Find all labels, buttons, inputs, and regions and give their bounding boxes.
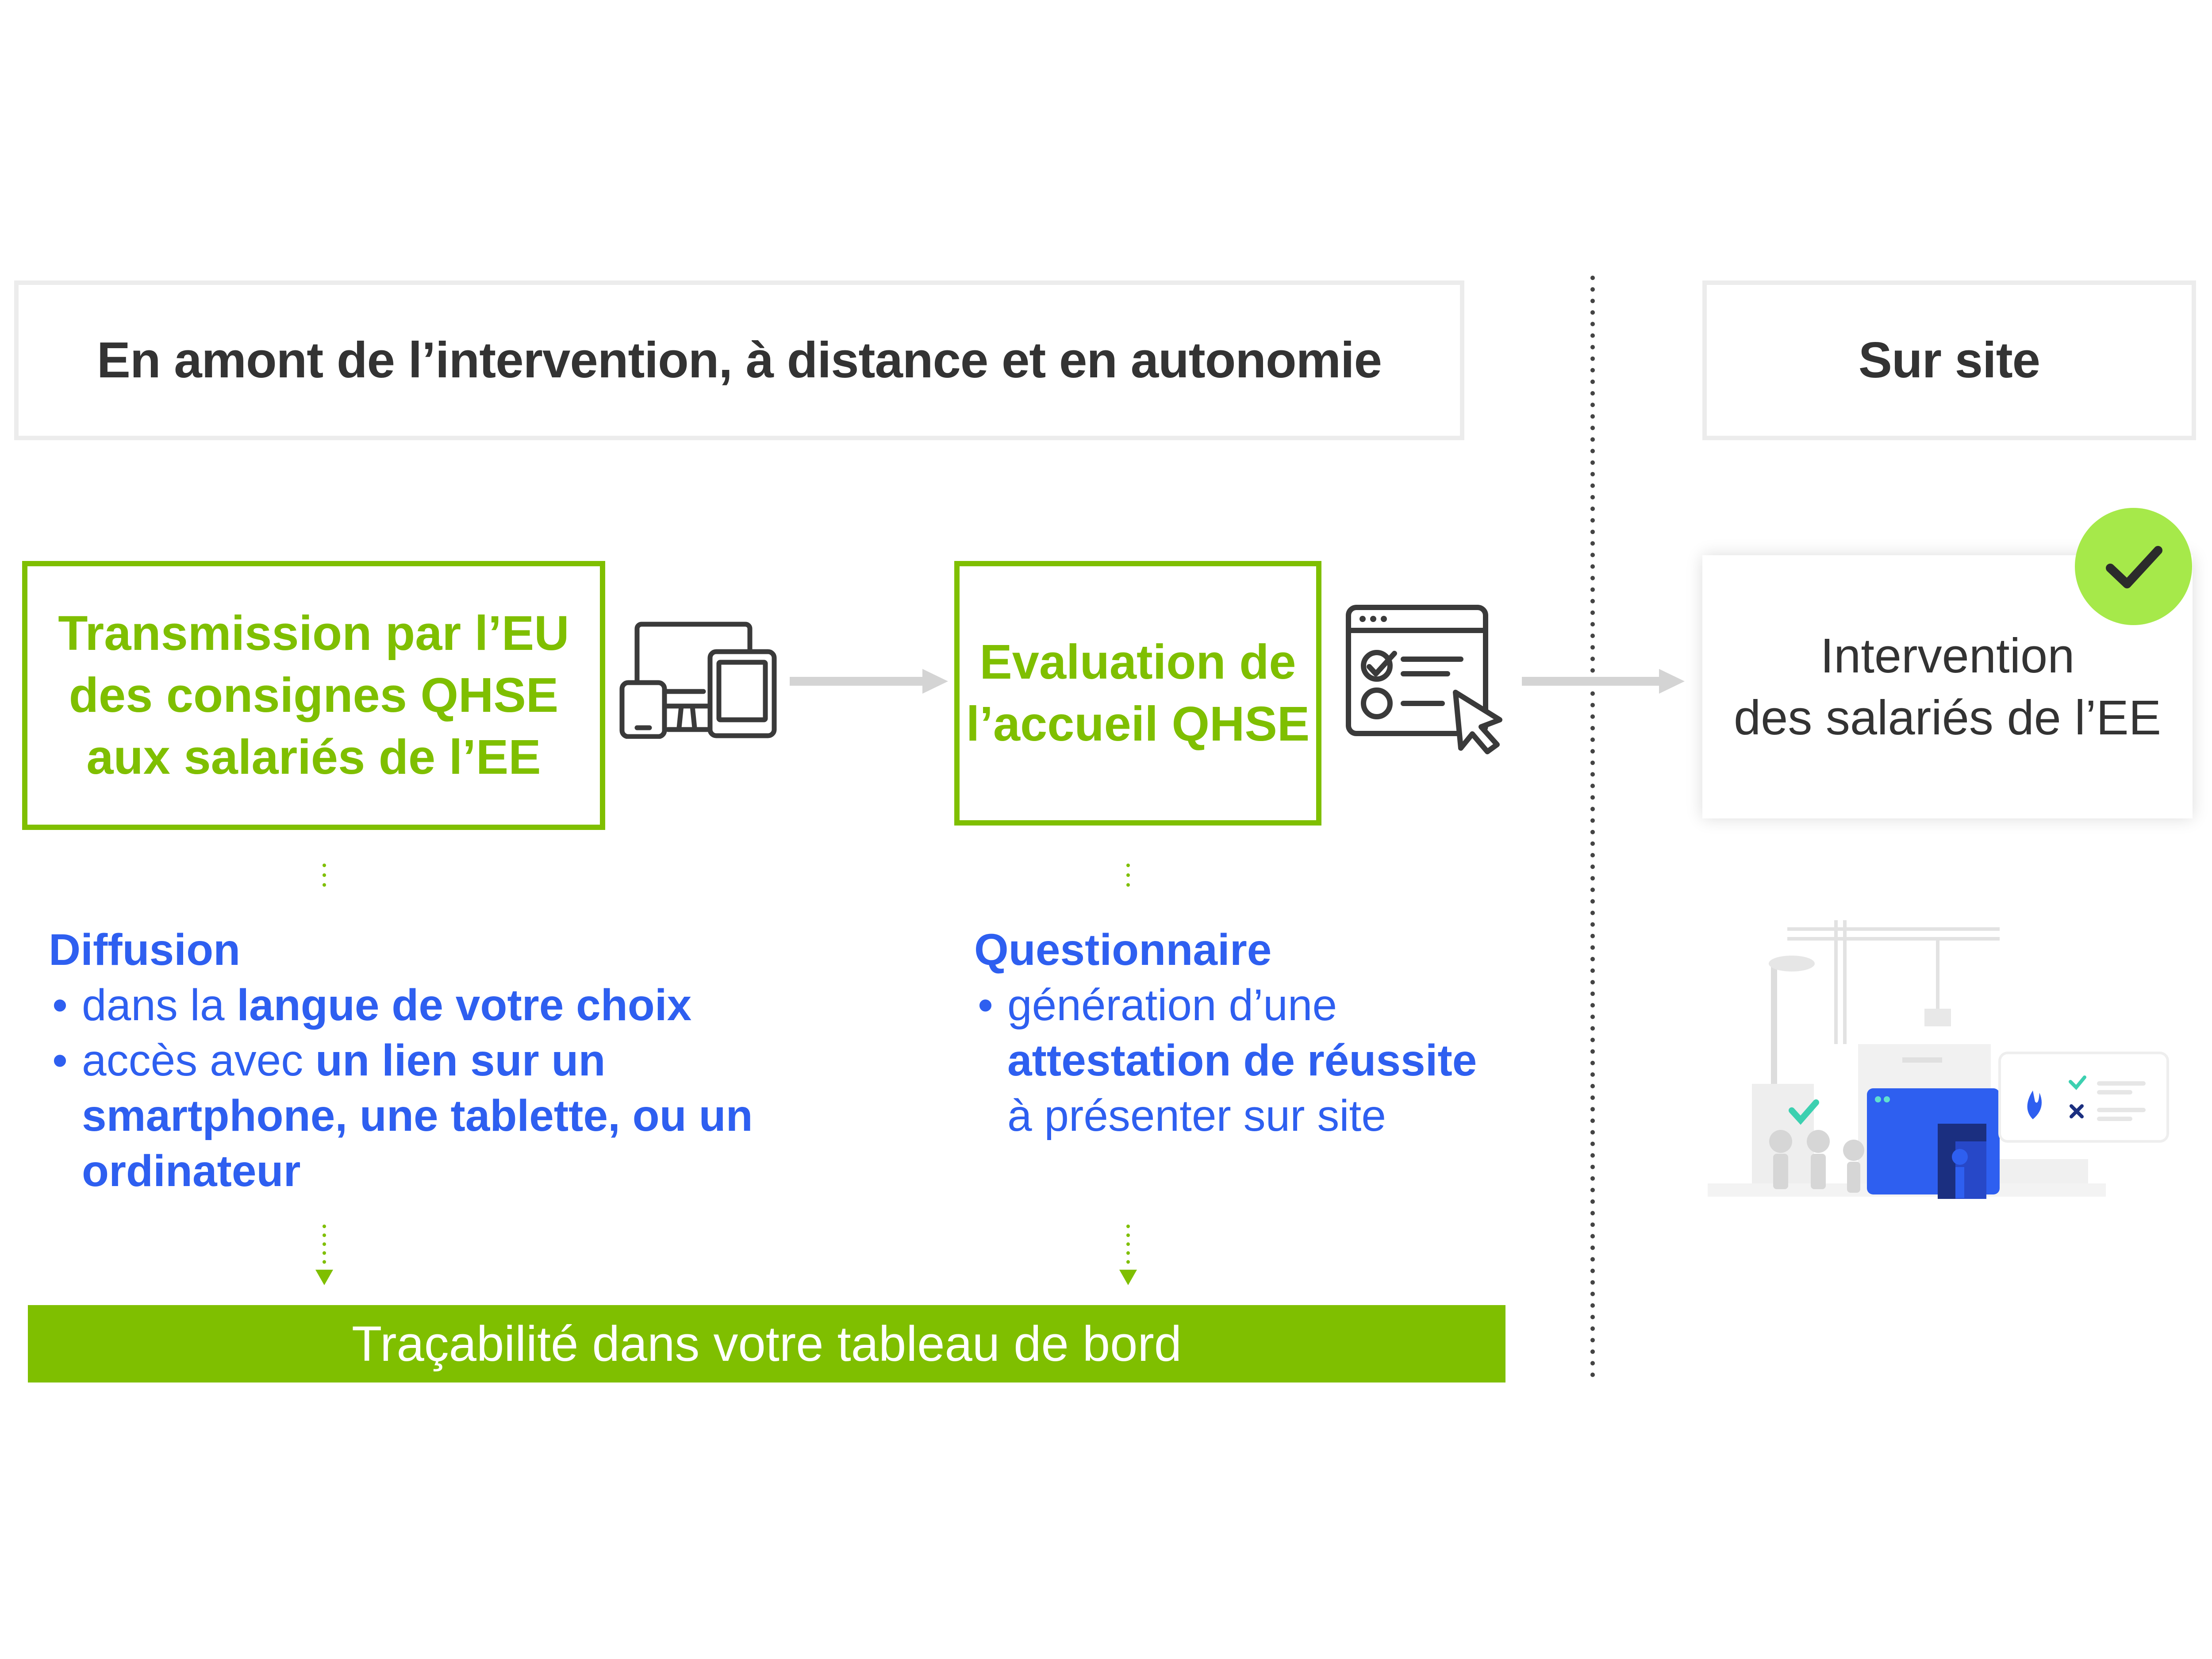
- arrow-down-icon: [1119, 1225, 1137, 1285]
- bullet-text: dans la: [82, 980, 237, 1030]
- bullet-dot: •: [52, 980, 68, 1030]
- step-evaluation-line: Evaluation de: [979, 635, 1296, 689]
- card-diffusion-bullet: • accès avec un lien sur un smartphone, …: [49, 1033, 759, 1199]
- bullet-dot: •: [52, 1036, 68, 1085]
- traceability-banner-label: Traçabilité dans votre tableau de bord: [351, 1316, 1182, 1371]
- devices-icon: [619, 622, 777, 739]
- card-questionnaire-bullet: • génération d’une attestation de réussi…: [974, 978, 1487, 1144]
- bullet-text: génération d’une: [1007, 980, 1337, 1030]
- card-diffusion: Diffusion • dans la langue de votre choi…: [29, 889, 776, 1221]
- step-transmission-line: des consignes QHSE: [69, 668, 559, 722]
- step-transmission-line: aux salariés de l’EE: [86, 730, 541, 784]
- worksite-illustration: [1708, 920, 2169, 1199]
- bullet-dot: •: [978, 980, 994, 1030]
- arrow-down-icon: [315, 1225, 333, 1285]
- step-evaluation: Evaluation de l’accueil QHSE: [954, 561, 1321, 826]
- traceability-banner: Traçabilité dans votre tableau de bord: [28, 1305, 1505, 1382]
- arrow-right-icon: [790, 669, 948, 694]
- bullet-text-bold: un lien sur un: [315, 1036, 606, 1085]
- card-questionnaire: Questionnaire • génération d’une attesta…: [954, 889, 1505, 1221]
- bullet-text: à présenter sur site: [1007, 1091, 1386, 1141]
- connector-dots: [323, 864, 326, 893]
- card-diffusion-title: Diffusion: [49, 925, 241, 975]
- header-upstream-label: En amont de l’intervention, à distance e…: [96, 332, 1382, 388]
- arrow-right-icon: [1522, 669, 1685, 694]
- check-badge: [2075, 508, 2192, 625]
- card-diffusion-bullet: • dans la langue de votre choix: [49, 978, 759, 1033]
- bullet-text-bold: ordinateur: [82, 1146, 301, 1196]
- card-intervention-line: des salariés de l’EE: [1733, 690, 2162, 745]
- form-checklist-icon: [1346, 605, 1502, 754]
- step-evaluation-line: l’accueil QHSE: [966, 697, 1310, 751]
- header-onsite-label: Sur site: [1858, 332, 2040, 388]
- header-upstream: En amont de l’intervention, à distance e…: [14, 280, 1464, 440]
- bullet-text: accès avec: [82, 1036, 316, 1085]
- card-intervention-line: Intervention: [1820, 628, 2075, 683]
- section-divider: [1590, 276, 1595, 1388]
- bullet-text-bold: langue de votre choix: [237, 980, 692, 1030]
- step-transmission: Transmission par l’EU des consignes QHSE…: [22, 561, 605, 830]
- card-questionnaire-title: Questionnaire: [974, 925, 1272, 975]
- connector-dots: [1126, 864, 1130, 893]
- header-onsite: Sur site: [1702, 280, 2196, 440]
- check-icon: [2105, 545, 2162, 588]
- bullet-text-bold: smartphone, une tablette, ou un: [82, 1091, 753, 1141]
- bullet-text-bold: attestation de réussite: [1007, 1036, 1477, 1085]
- step-transmission-line: Transmission par l’EU: [58, 606, 569, 661]
